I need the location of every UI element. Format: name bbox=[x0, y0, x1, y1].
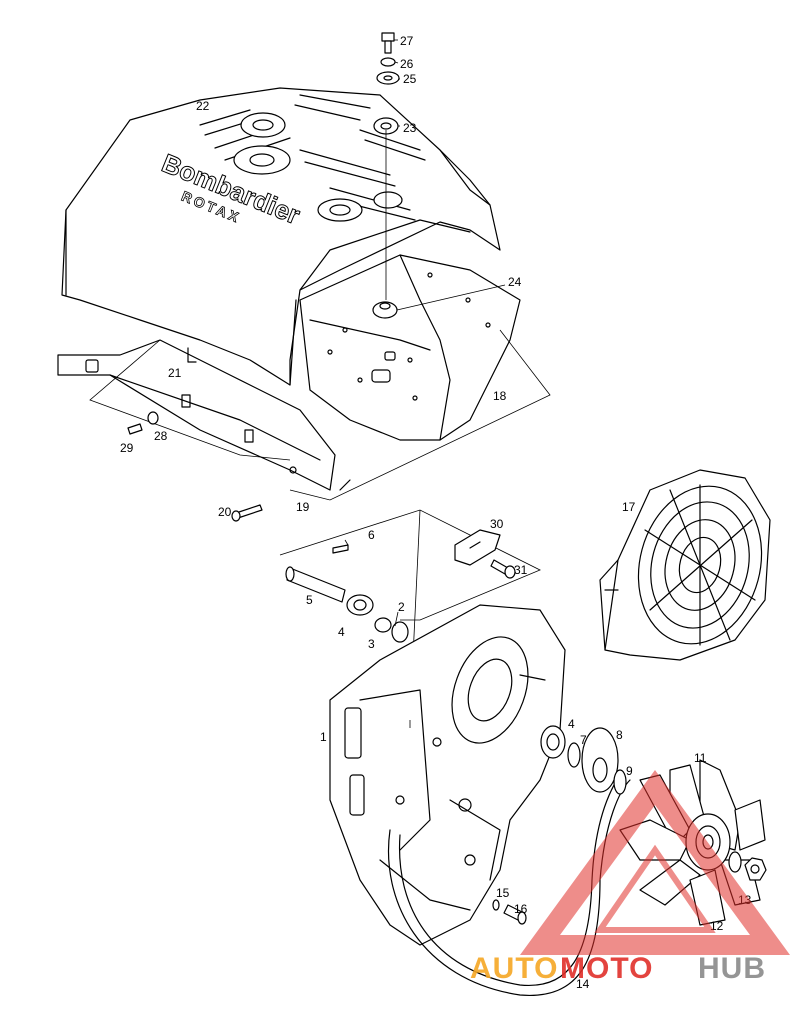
fan-guard bbox=[599, 469, 771, 661]
callout-21: 21 bbox=[168, 366, 182, 380]
callout-labels: 1 2 3 4 4 5 6 7 8 9 11 12 13 14 15 16 17… bbox=[120, 34, 752, 991]
callout-19: 19 bbox=[296, 500, 310, 514]
callout-23: 23 bbox=[403, 121, 417, 135]
pulley-8 bbox=[581, 727, 619, 793]
inner-shroud bbox=[299, 254, 521, 441]
callout-25: 25 bbox=[403, 72, 417, 86]
nut-13 bbox=[744, 857, 767, 881]
cowl-boss-4 bbox=[373, 191, 403, 209]
key-6 bbox=[332, 544, 349, 554]
callout-14: 14 bbox=[576, 977, 590, 991]
callout-17: 17 bbox=[622, 500, 636, 514]
bearing-4-right bbox=[540, 725, 566, 759]
callout-12: 12 bbox=[710, 919, 724, 933]
callout-1: 1 bbox=[320, 730, 327, 744]
washer-13 bbox=[728, 851, 742, 873]
shaft-assembly bbox=[285, 544, 409, 643]
snap-ring-2 bbox=[391, 621, 409, 643]
callout-15: 15 bbox=[496, 886, 510, 900]
fan-housing bbox=[329, 604, 566, 946]
callout-8: 8 bbox=[616, 728, 623, 742]
callout-27: 27 bbox=[400, 34, 414, 48]
callout-31: 31 bbox=[514, 563, 528, 577]
callout-4-right: 4 bbox=[568, 717, 575, 731]
leader-lines bbox=[344, 39, 506, 728]
callout-28: 28 bbox=[154, 429, 168, 443]
watermark-text-auto: AUTO bbox=[470, 952, 558, 985]
watermark-triangle-logo bbox=[520, 770, 790, 955]
callout-9: 9 bbox=[626, 764, 633, 778]
callout-3: 3 bbox=[368, 637, 375, 651]
ring-7 bbox=[567, 742, 581, 768]
bearing-4-left bbox=[346, 594, 374, 616]
drive-belt bbox=[387, 774, 631, 996]
callout-6: 6 bbox=[368, 528, 375, 542]
cowl-boss-1 bbox=[240, 112, 286, 138]
cowl-boss-2 bbox=[233, 145, 291, 175]
callout-18: 18 bbox=[493, 389, 507, 403]
callout-30: 30 bbox=[490, 517, 504, 531]
spacer-3 bbox=[374, 617, 392, 633]
callout-22: 22 bbox=[196, 99, 210, 113]
washer-9 bbox=[613, 769, 627, 795]
cowl-boss-3 bbox=[317, 198, 363, 222]
callout-26: 26 bbox=[400, 57, 414, 71]
watermark-text-moto: MOTO bbox=[560, 952, 653, 985]
callout-5: 5 bbox=[306, 593, 313, 607]
callout-2: 2 bbox=[398, 600, 405, 614]
callout-11: 11 bbox=[694, 751, 707, 765]
cowl-slots bbox=[199, 94, 426, 221]
side-panel bbox=[57, 339, 351, 491]
pulley-stack bbox=[540, 725, 627, 795]
callout-16: 16 bbox=[514, 902, 528, 916]
fan-cowl: Bombardier ROTAX bbox=[61, 87, 501, 386]
watermark-text-hub: HUB bbox=[698, 952, 766, 985]
callout-4-left: 4 bbox=[338, 625, 345, 639]
callout-29: 29 bbox=[120, 441, 134, 455]
callout-20: 20 bbox=[218, 505, 232, 519]
callout-24: 24 bbox=[508, 275, 522, 289]
watermark: AUTO MOTO HUB bbox=[470, 770, 790, 985]
callout-7: 7 bbox=[580, 733, 587, 747]
